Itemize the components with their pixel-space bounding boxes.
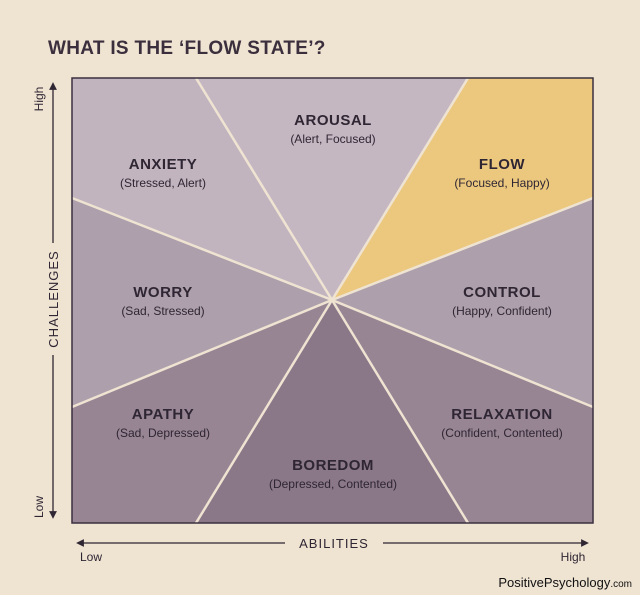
divider-line (331, 298, 594, 409)
diagram-frame (71, 77, 594, 524)
divider-line (330, 299, 470, 524)
diagram-title: WHAT IS THE ‘FLOW STATE’? (48, 38, 326, 59)
label-boredom: BOREDOM (292, 457, 374, 474)
region-control (332, 198, 593, 407)
x-axis-high-label: High (561, 550, 586, 564)
desc-worry: (Sad, Stressed) (121, 304, 204, 318)
desc-anxiety: (Stressed, Alert) (120, 176, 206, 190)
region-apathy (72, 300, 332, 523)
label-worry: WORRY (133, 284, 192, 301)
divider-line (330, 77, 470, 301)
label-anxiety: ANXIETY (129, 156, 198, 173)
label-apathy: APATHY (132, 406, 194, 423)
regions (72, 78, 593, 523)
divider-line (71, 298, 333, 409)
label-arousal: AROUSAL (294, 112, 372, 129)
region-boredom (196, 300, 468, 523)
dividers (71, 77, 594, 524)
label-relaxation: RELAXATION (451, 406, 552, 423)
desc-control: (Happy, Confident) (452, 304, 552, 318)
region-relaxation (332, 300, 593, 523)
divider-line (331, 196, 594, 302)
region-flow (332, 78, 593, 300)
credit-suffix: .com (610, 579, 632, 590)
desc-boredom: (Depressed, Contented) (269, 477, 397, 491)
divider-line (194, 299, 334, 524)
region-anxiety (72, 78, 332, 300)
credit-name: PositivePsychology (498, 575, 611, 590)
label-flow: FLOW (479, 156, 525, 173)
x-axis-title: ABILITIES (299, 536, 369, 551)
desc-arousal: (Alert, Focused) (290, 132, 375, 146)
region-worry (72, 198, 332, 407)
desc-flow: (Focused, Happy) (454, 176, 549, 190)
region-arousal (196, 78, 468, 300)
divider-line (71, 196, 333, 302)
y-axis-high-label: High (32, 87, 46, 112)
label-control: CONTROL (463, 284, 541, 301)
y-axis-low-label: Low (32, 496, 46, 518)
desc-relaxation: (Confident, Contented) (441, 426, 562, 440)
desc-apathy: (Sad, Depressed) (116, 426, 210, 440)
y-axis-title: CHALLENGES (46, 250, 61, 347)
divider-line (194, 77, 334, 301)
y-axis: CHALLENGES High Low (32, 82, 61, 519)
x-axis-low-label: Low (80, 550, 102, 564)
x-axis: ABILITIES Low High (76, 536, 589, 564)
region-labels: AROUSAL (Alert, Focused) FLOW (Focused, … (116, 112, 563, 491)
source-credit: PositivePsychology.com (498, 575, 632, 590)
